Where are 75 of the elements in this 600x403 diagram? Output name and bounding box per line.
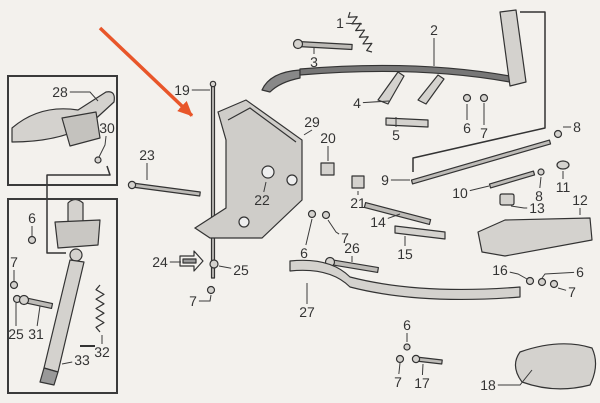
callout-number: 15 xyxy=(396,247,414,261)
leader-line xyxy=(328,220,340,235)
callout-number: 25 xyxy=(7,327,25,341)
callout-number: 31 xyxy=(27,327,45,341)
leader-line xyxy=(404,236,406,246)
callout-number: 22 xyxy=(253,193,271,207)
leader-line xyxy=(562,170,564,180)
leader-line xyxy=(98,136,107,158)
leader-line xyxy=(558,288,567,291)
leader-line xyxy=(198,294,212,302)
callout-number: 1 xyxy=(335,16,345,30)
leader-line xyxy=(263,182,266,192)
callout-number: 18 xyxy=(479,378,497,392)
leader-line xyxy=(466,104,468,120)
leader-line xyxy=(62,361,73,364)
leader-line xyxy=(406,332,408,342)
leader-line xyxy=(562,126,572,128)
callout-number: 5 xyxy=(391,128,401,142)
callout-number: 28 xyxy=(51,85,69,99)
callout-number: 19 xyxy=(173,83,191,97)
arrow xyxy=(98,26,194,117)
leader-line xyxy=(218,266,232,269)
inset-frame xyxy=(7,75,118,186)
callout-number: 8 xyxy=(572,120,582,134)
callout-number: 17 xyxy=(413,376,431,390)
callout-number: 3 xyxy=(309,55,319,69)
leader-line xyxy=(304,130,312,136)
callout-number: 7 xyxy=(567,285,577,299)
callout-number: 6 xyxy=(299,246,309,260)
callout-number: 24 xyxy=(151,255,169,269)
callout-number: 9 xyxy=(380,173,390,187)
callout-number: 6 xyxy=(402,318,412,332)
leader-line xyxy=(387,214,400,219)
callout-number: 20 xyxy=(319,131,337,145)
callout-number: 30 xyxy=(98,121,116,135)
callout-number: 7 xyxy=(479,126,489,140)
callout-number: 7 xyxy=(188,294,198,308)
callout-number: 2 xyxy=(429,23,439,37)
leader-line xyxy=(398,362,400,374)
callout-number: 16 xyxy=(491,263,509,277)
callout-number: 6 xyxy=(462,121,472,135)
callout-number: 6 xyxy=(27,211,37,225)
leader-line xyxy=(345,22,362,24)
callout-number: 13 xyxy=(528,201,546,215)
leader-line xyxy=(146,162,148,180)
leader-line xyxy=(69,92,98,102)
callout-number: 27 xyxy=(298,305,316,319)
leader-line xyxy=(539,176,542,188)
leader-line xyxy=(306,282,308,304)
callout-number: 7 xyxy=(9,255,19,269)
callout-number: 6 xyxy=(575,265,585,279)
leader-line xyxy=(362,100,390,104)
callout-number: 10 xyxy=(451,186,469,200)
callout-number: 21 xyxy=(349,196,367,210)
inset-frame xyxy=(7,198,118,394)
callout-number: 32 xyxy=(93,345,111,359)
leader-line xyxy=(509,272,528,280)
callout-number: 14 xyxy=(369,215,387,229)
callout-number: 29 xyxy=(303,115,321,129)
leader-line xyxy=(305,218,312,246)
leader-line xyxy=(497,370,532,386)
callout-number: 11 xyxy=(554,180,572,194)
leader-line xyxy=(510,206,528,208)
callout-number: 25 xyxy=(232,263,250,277)
callout-number: 33 xyxy=(73,353,91,367)
leader-line xyxy=(542,272,575,278)
callout-number: 8 xyxy=(534,189,544,203)
callout-number: 23 xyxy=(138,148,156,162)
callout-number: 26 xyxy=(343,241,361,255)
callout-number: 12 xyxy=(571,193,589,207)
leader-line xyxy=(422,364,424,376)
leader-line xyxy=(469,186,490,192)
callout-number: 7 xyxy=(393,375,403,389)
leader-line xyxy=(36,306,40,326)
callout-number: 4 xyxy=(352,96,362,110)
